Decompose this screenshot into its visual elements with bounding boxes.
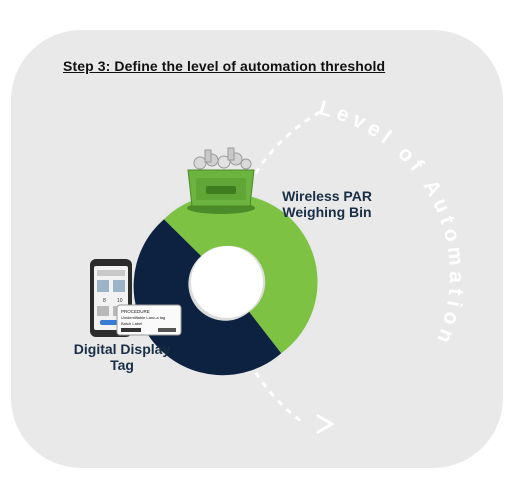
tag-label-line1: Digital Display bbox=[73, 341, 171, 357]
arrow-head-icon bbox=[316, 414, 336, 434]
weighing-bin-icon bbox=[187, 147, 255, 214]
level-of-automation-text: Level of Automation bbox=[317, 96, 463, 350]
display-tag-icon: PROCEDURE Unidentifiable Lanc-a tag Batc… bbox=[116, 304, 182, 336]
donut-hole bbox=[191, 246, 263, 318]
level-of-automation-label: Level of Automation bbox=[317, 96, 468, 350]
tag-device-line3: Batch Label bbox=[121, 321, 142, 326]
tag-label-line2: Tag bbox=[110, 357, 134, 373]
bin-label-line2: Weighing Bin bbox=[282, 204, 372, 220]
tag-label: Digital Display Tag bbox=[62, 341, 182, 373]
tag-device-line2: Unidentifiable Lanc-a tag bbox=[121, 315, 165, 320]
step-title: Step 3: Define the level of automation t… bbox=[63, 58, 386, 74]
tag-device-line1: PROCEDURE bbox=[121, 309, 150, 314]
bin-label: Wireless PAR Weighing Bin bbox=[262, 188, 392, 220]
donut-segment-navy bbox=[133, 219, 282, 376]
donut-segment-green bbox=[227, 193, 318, 354]
phone-right-value: 10 bbox=[117, 298, 123, 304]
bin-label-line1: Wireless PAR bbox=[282, 188, 372, 204]
phone-left-value: 8 bbox=[103, 298, 106, 304]
